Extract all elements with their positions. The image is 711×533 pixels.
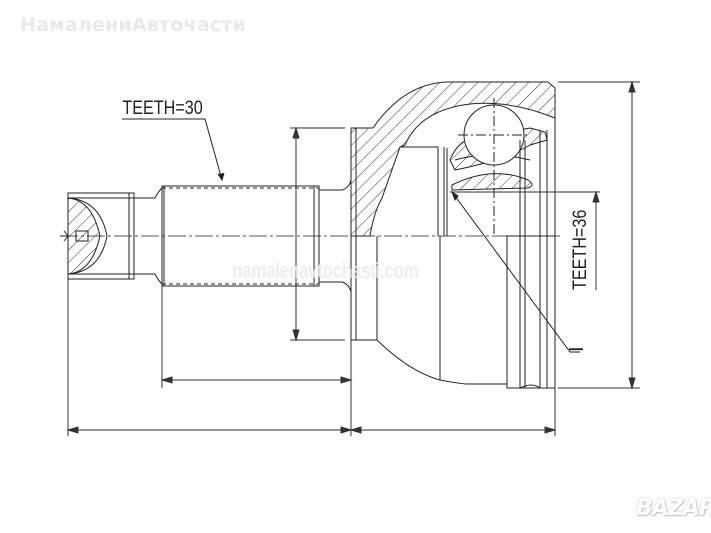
label-teeth-36: TEETH=36 [569,210,591,290]
leader-teeth-30 [122,118,223,181]
bell-housing-outline [350,88,556,389]
dimension-lines [66,80,640,436]
label-teeth-30: TEETH=30 [122,97,202,119]
thread-stub [60,192,135,280]
leader-ring [451,191,580,353]
watermark-top-left: НамалениАвточасти [20,14,246,36]
splined-shaft [161,185,320,287]
label-ring-marker: I [566,346,588,352]
watermark-center: namalenavtochasti.com [232,258,419,283]
bell-housing-section [350,81,556,237]
watermark-bazar-logo: BAZAR [636,496,711,521]
